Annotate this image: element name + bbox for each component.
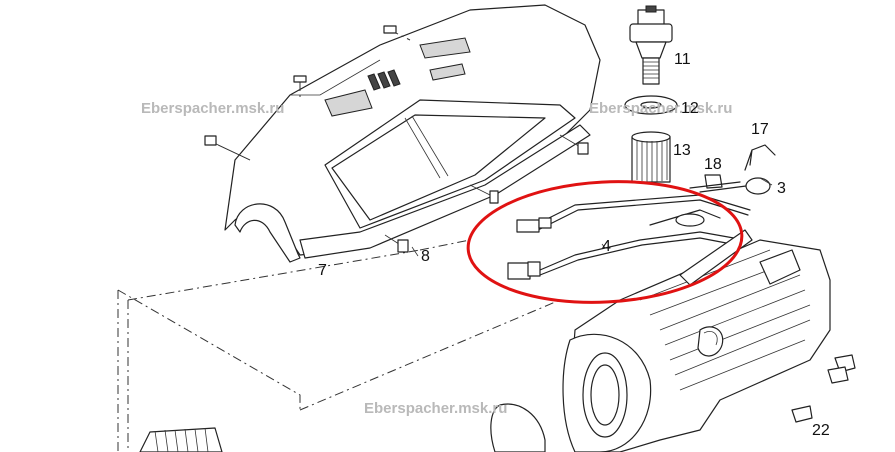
part-4-wiring-harness	[507, 194, 751, 280]
watermark-right: Eberspacher.msk.ru	[589, 100, 733, 117]
part-17-bracket	[744, 144, 776, 171]
highlight-ellipse	[466, 180, 744, 304]
part-label-3: 3	[777, 180, 786, 197]
part-label-12: 12	[681, 100, 699, 117]
part-3-sensor	[689, 177, 771, 195]
heat-exchanger-fins	[139, 427, 223, 452]
leader-lines	[217, 144, 773, 249]
part-label-4: 4	[602, 238, 611, 255]
part-label-22: 22	[812, 422, 830, 439]
part-22-clips	[791, 354, 856, 423]
part-11-sensor	[629, 5, 673, 85]
part-13-sleeve	[631, 131, 671, 183]
watermark-bottom: Eberspacher.msk.ru	[364, 400, 508, 417]
watermark-left: Eberspacher.msk.ru	[141, 100, 285, 117]
cover-screws	[204, 25, 589, 257]
part-label-8: 8	[421, 248, 430, 265]
part-label-18: 18	[704, 156, 722, 173]
burner-housing	[490, 229, 831, 452]
part-label-13: 13	[673, 142, 691, 159]
part-label-17: 17	[751, 121, 769, 138]
part-12-washer	[624, 95, 678, 115]
dashed-housing-outline	[117, 239, 561, 452]
part-7-cover	[224, 4, 601, 263]
part-label-7: 7	[318, 262, 327, 279]
part-label-11: 11	[674, 51, 691, 68]
